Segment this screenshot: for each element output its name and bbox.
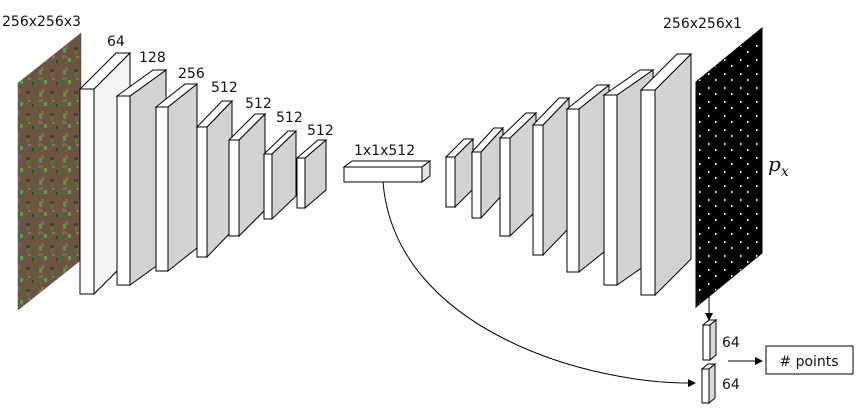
head-block-lower <box>700 362 717 405</box>
head-block-upper <box>701 318 718 362</box>
output-density-map <box>695 26 763 309</box>
encoder-channel-label-1: 64 <box>107 34 125 50</box>
encoder-channel-label-2: 128 <box>139 50 166 66</box>
decoder-block-7 <box>639 52 693 297</box>
encoder-block-5 <box>227 112 267 238</box>
encoder-block-6 <box>262 129 298 221</box>
decoder <box>444 52 693 297</box>
encoder-block-4 <box>195 99 234 259</box>
decoder-block-4 <box>531 96 571 257</box>
head-channel-label-upper: 64 <box>722 335 740 351</box>
decoder-block-3 <box>498 111 538 238</box>
output-size-label: 256x256x1 <box>663 16 742 32</box>
input-size-label: 256x256x3 <box>2 14 81 30</box>
decoder-block-5 <box>565 83 611 274</box>
encoder-channel-label-5: 512 <box>245 96 272 112</box>
encoder-channel-label-7: 512 <box>307 123 334 139</box>
encoder-channel-label-4: 512 <box>211 80 238 96</box>
bottleneck-label: 1x1x512 <box>354 143 415 159</box>
points-label: # points <box>779 354 838 370</box>
decoder-block-2 <box>470 126 505 220</box>
head-channel-label-lower: 64 <box>722 377 740 393</box>
bottleneck-block <box>342 160 432 183</box>
points-box <box>765 345 854 375</box>
decoder-block-1 <box>444 137 475 209</box>
encoder-channel-label-3: 256 <box>178 66 205 82</box>
encoder-block-7 <box>295 138 328 210</box>
input-image <box>17 32 82 311</box>
encoder-block-3 <box>154 82 199 273</box>
encoder <box>78 51 328 296</box>
output-symbol: px <box>768 152 789 180</box>
encoder-channel-label-6: 512 <box>276 110 303 126</box>
skip-connection-arrow <box>382 181 696 388</box>
